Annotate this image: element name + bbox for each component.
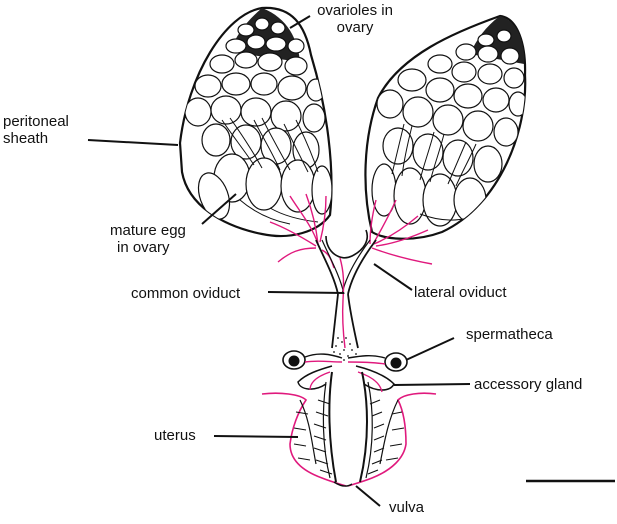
label-peritoneal-sheath: peritoneal sheath xyxy=(3,113,69,147)
leader-uterus xyxy=(213,435,299,438)
leader-lines xyxy=(87,15,471,507)
spermatheca-left xyxy=(282,350,343,370)
label-ovarioles-line2: ovary xyxy=(336,19,374,36)
label-vulva: vulva xyxy=(389,499,425,516)
leader-accessory-gland xyxy=(393,383,471,386)
label-spermatheca: spermatheca xyxy=(466,326,553,343)
label-mature-line1: mature egg xyxy=(110,222,186,239)
lateral-oviduct-left xyxy=(315,239,339,295)
leader-lateral-oviduct xyxy=(373,263,413,291)
leader-common-oviduct xyxy=(267,291,345,294)
label-lateral-oviduct: lateral oviduct xyxy=(414,284,507,301)
label-common-oviduct: common oviduct xyxy=(131,285,241,302)
common-oviduct-wall-left xyxy=(331,293,339,349)
uterus-wall-ticks xyxy=(293,399,405,475)
tracheae-ovaries xyxy=(269,193,433,269)
right-ovary-sheath xyxy=(364,14,527,240)
right-ovary xyxy=(364,14,527,240)
oviduct-stipple xyxy=(333,337,357,361)
uterus-inner-walls xyxy=(322,371,373,483)
uterus-outline-right xyxy=(347,392,437,487)
leader-mature-egg xyxy=(201,193,237,225)
left-ovary xyxy=(178,6,333,238)
label-mature-egg: mature egg in ovary xyxy=(110,222,186,256)
lateral-oviduct-right xyxy=(347,239,377,295)
accessory-glands xyxy=(297,365,395,393)
spermatheca-right xyxy=(347,352,408,372)
leader-ovarioles xyxy=(289,15,311,29)
uterus xyxy=(261,371,437,487)
leader-vulva xyxy=(355,485,381,507)
leader-peritoneal xyxy=(87,139,179,146)
label-ovarioles: ovarioles in ovary xyxy=(310,2,400,36)
label-mature-line2: in ovary xyxy=(117,239,170,256)
left-ovary-sheath xyxy=(178,6,333,238)
leader-spermatheca xyxy=(405,337,455,361)
label-accessory-gland: accessory gland xyxy=(474,376,583,393)
left-ovarioles xyxy=(184,8,332,225)
right-ovarioles xyxy=(371,16,526,227)
label-peritoneal-line2: sheath xyxy=(3,130,49,147)
label-peritoneal-line1: peritoneal xyxy=(3,113,69,130)
oviducts xyxy=(315,229,377,349)
label-uterus: uterus xyxy=(154,427,196,444)
uterus-outline-left xyxy=(261,392,347,487)
label-ovarioles-line1: ovarioles in xyxy=(317,2,393,19)
common-oviduct-wall-right xyxy=(347,293,359,349)
